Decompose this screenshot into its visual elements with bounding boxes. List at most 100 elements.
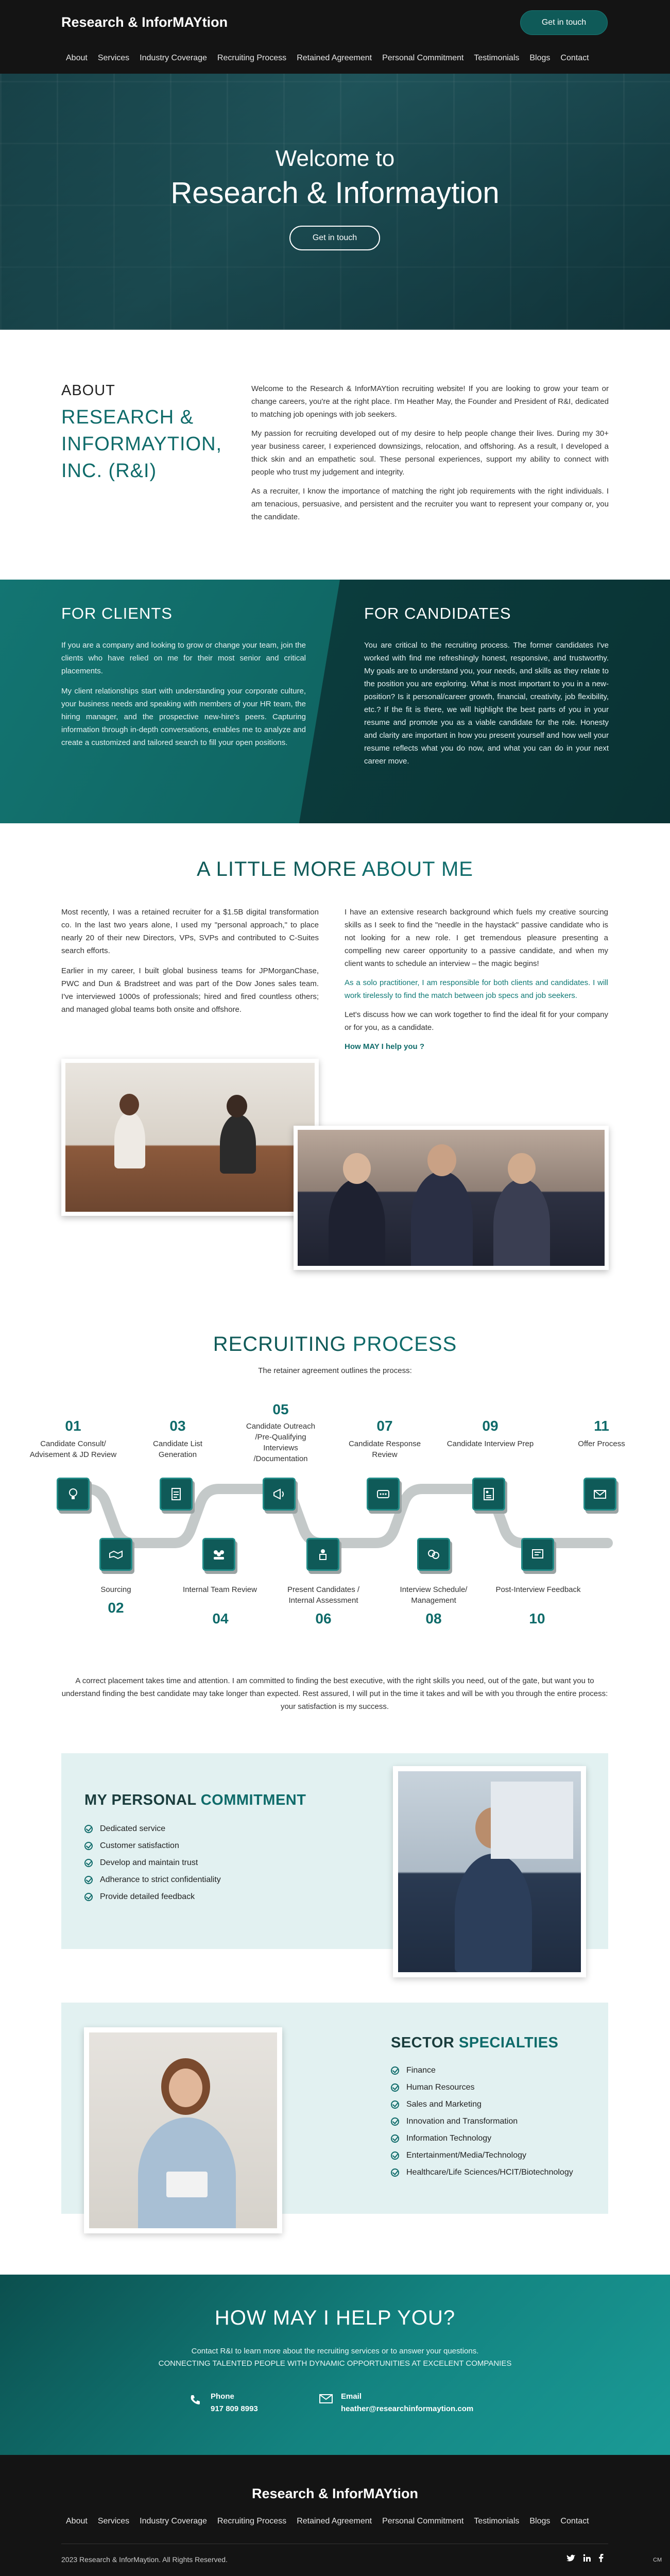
step-number: 11 [594,1418,609,1434]
process-title-part: RECRUITING [213,1333,353,1355]
check-circle-icon [391,2100,399,2109]
check-circle-icon [391,2134,399,2143]
phone-label: Phone [211,2392,234,2401]
nav-retained-agreement[interactable]: Retained Agreement [297,54,372,62]
footer-nav: About Services Industry Coverage Recruit… [66,2517,599,2526]
contact-cta-section: HOW MAY I HELP YOU? Contact R&I to learn… [0,2275,670,2455]
chat-icon [367,1478,400,1511]
get-in-touch-button[interactable]: Get in touch [520,10,608,35]
more-paragraph: Let's discuss how we can work together t… [345,1010,608,1032]
presenter-icon [306,1538,339,1571]
step-number: 09 [482,1418,499,1434]
list-item: Provide detailed feedback [84,1888,221,1905]
check-circle-icon [391,2083,399,2092]
main-nav: About Services Industry Coverage Recruit… [66,54,599,63]
footer-nav-testimonials[interactable]: Testimonials [474,2517,520,2526]
step-number: 08 [425,1611,442,1626]
cm-badge: CM [653,2557,662,2563]
step-label: Sourcing [100,1585,131,1594]
list-item: Adherance to strict confidentiality [84,1871,221,1888]
nav-blogs[interactable]: Blogs [529,54,551,62]
recruiting-process-title: RECRUITING PROCESS [0,1333,670,1356]
footer-nav-services[interactable]: Services [97,2517,130,2526]
step-label: Candidate Response Review [348,1439,421,1459]
footer-nav-personal-commitment[interactable]: Personal Commitment [382,2517,464,2526]
list-item: Dedicated service [84,1820,221,1837]
nav-industry-coverage[interactable]: Industry Coverage [140,54,207,62]
more-paragraph: Most recently, I was a retained recruite… [61,908,319,955]
footer-logo[interactable]: Research & InforMAYtion [251,2486,419,2501]
clients-candidates-section: FOR CLIENTS If you are a company and loo… [0,580,670,823]
list-item: Healthcare/Life Sciences/HCIT/Biotechnol… [391,2164,573,2181]
nav-contact[interactable]: Contact [560,54,589,62]
twitter-icon[interactable] [566,2554,576,2562]
step-number: 04 [212,1611,229,1626]
step-number: 05 [272,1401,289,1417]
nav-testimonials[interactable]: Testimonials [474,54,520,62]
email-address[interactable]: heather@researchinformaytion.com [341,2404,474,2413]
step-label: Candidate List Generation [153,1439,202,1459]
footer-nav-blogs[interactable]: Blogs [529,2517,551,2526]
footer-nav-about[interactable]: About [66,2517,88,2526]
phone-contact[interactable]: Phone 917 809 8993 [191,2391,258,2415]
step-label: Candidate Consult/ Advisement & JD Revie… [29,1439,117,1459]
step-label: Candidate Interview Prep [446,1439,534,1448]
candidates-text: You are critical to the recruiting proce… [364,639,609,775]
clients-title: FOR CLIENTS [61,604,173,622]
step-label: Candidate Outreach /Pre-Qualifying Inter… [246,1422,316,1463]
cta-title: HOW MAY I HELP YOU? [214,2307,456,2329]
commitment-list: Dedicated service Customer satisfaction … [84,1820,221,1905]
check-circle-icon [391,2151,399,2160]
checklist-icon [160,1478,193,1511]
phone-number[interactable]: 917 809 8993 [211,2404,258,2413]
footer-nav-contact[interactable]: Contact [560,2517,589,2526]
about-text: Welcome to the Research & InforMAYtion r… [251,382,609,530]
step-number: 03 [169,1418,186,1434]
specialties-title-part: SECTOR [391,2035,459,2051]
email-label: Email [341,2392,362,2401]
office-meeting-photo [61,1059,319,1216]
clients-text: If you are a company and looking to grow… [61,639,306,756]
hero-title: Research & Informaytion [170,176,500,210]
process-timeline [57,1484,613,1548]
step-number: 10 [529,1611,545,1626]
recruiting-process-subtitle: The retainer agreement outlines the proc… [258,1366,412,1375]
more-highlight-paragraph: As a solo practitioner, I am responsible… [345,978,608,1000]
copyright: 2023 Research & InforMaytion. All Rights… [61,2555,228,2564]
clients-paragraph: My client relationships start with under… [61,687,306,747]
step-label: Internal Team Review [183,1585,257,1594]
email-contact[interactable]: Email heather@researchinformaytion.com [319,2391,474,2415]
about-label: ABOUT [61,382,115,399]
nav-about[interactable]: About [66,54,88,62]
hero-get-in-touch-button[interactable]: Get in touch [289,226,380,250]
list-item: Develop and maintain trust [84,1854,221,1871]
businesswoman-photo [84,2027,282,2233]
process-title-highlight: PROCESS [352,1333,457,1355]
commitment-title-part: MY PERSONAL [84,1792,201,1808]
footer-nav-industry-coverage[interactable]: Industry Coverage [140,2517,207,2526]
social-links [566,2554,604,2562]
check-circle-icon [391,2117,399,2126]
nav-recruiting-process[interactable]: Recruiting Process [217,54,287,62]
commitment-title-highlight: COMMITMENT [200,1792,306,1808]
footer-nav-retained-agreement[interactable]: Retained Agreement [297,2517,372,2526]
more-title-highlight: ABOUT ME [362,858,473,880]
nav-personal-commitment[interactable]: Personal Commitment [382,54,464,62]
check-circle-icon [391,2168,399,2177]
about-paragraph: My passion for recruiting developed out … [251,429,609,477]
list-item: Human Resources [391,2079,573,2096]
check-circle-icon [391,2066,399,2075]
cta-tagline: CONNECTING TALENTED PEOPLE WITH DYNAMIC … [158,2359,512,2368]
footer-nav-recruiting-process[interactable]: Recruiting Process [217,2517,287,2526]
more-paragraph: Earlier in my career, I built global bus… [61,967,319,1014]
specialties-title: SECTOR SPECIALTIES [391,2035,558,2052]
list-item: Sales and Marketing [391,2096,573,2113]
nav-services[interactable]: Services [97,54,130,62]
check-circle-icon [84,1892,93,1901]
how-may-i-help-link[interactable]: How MAY I help you ? [345,1042,425,1051]
site-logo[interactable]: Research & InforMAYtion [61,14,228,30]
facebook-icon[interactable] [598,2554,604,2562]
specialties-title-highlight: SPECIALTIES [458,2035,559,2051]
check-circle-icon [84,1858,93,1867]
linkedin-icon[interactable] [583,2554,591,2562]
